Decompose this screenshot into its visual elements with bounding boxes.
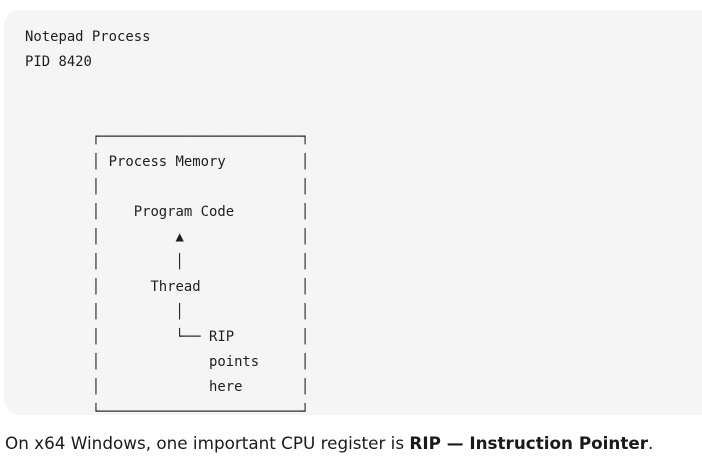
code-line: │ Thread │ [25,279,310,295]
code-line: │ Program Code │ [25,204,310,220]
code-line [25,75,309,100]
code-line: PID 8420 [25,54,92,70]
code-line: │ Process Memory │ [25,154,310,170]
paragraph-emphasis: RIP — Instruction Pointer [409,433,649,453]
code-line: │ └── RIP │ [25,329,310,345]
code-line: │ ▲ │ [25,229,310,245]
code-line: └────────────────────────┘ [25,404,310,420]
code-line: │ │ │ [25,304,310,320]
code-line: │ here │ [25,379,310,395]
code-line: Notepad Process [25,29,151,45]
explanation-paragraph: On x64 Windows, one important CPU regist… [5,429,653,457]
code-line: │ │ [25,179,310,195]
paragraph-text: On x64 Windows, one important CPU regist… [5,433,410,453]
code-line [25,100,309,125]
code-line: │ points │ [25,354,310,370]
paragraph-end: . [648,433,654,453]
code-line: ┌────────────────────────┐ [25,129,310,145]
code-line: │ │ │ [25,254,310,270]
